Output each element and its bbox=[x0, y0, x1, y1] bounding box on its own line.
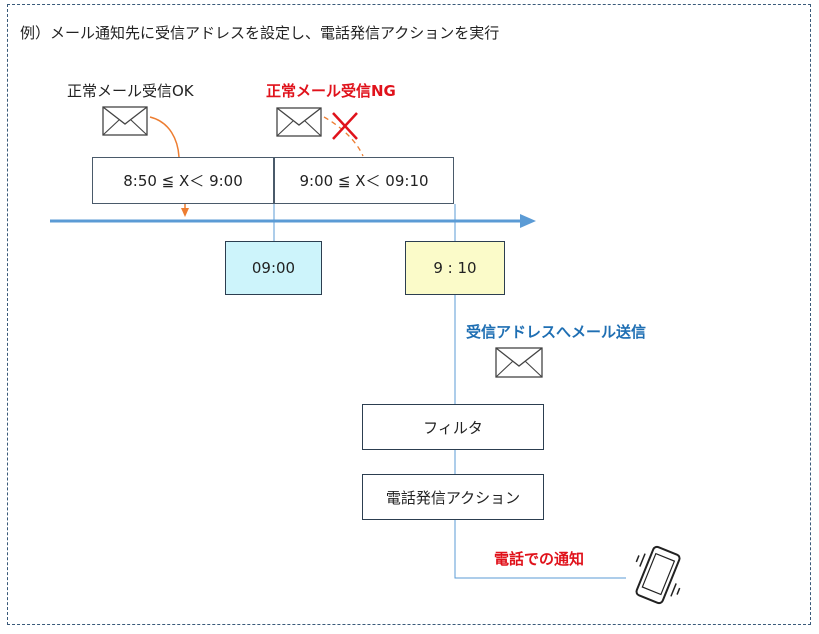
call-action-text: 電話発信アクション bbox=[385, 488, 521, 507]
vibrating-phone-icon bbox=[635, 545, 681, 605]
filter-text: フィルタ bbox=[423, 418, 483, 437]
time-0910-text: 9 : 10 bbox=[433, 259, 477, 277]
time-box-0910: 9 : 10 bbox=[405, 241, 505, 295]
range-box-first: 8:50 ≦ X＜ 9:00 bbox=[92, 157, 274, 204]
ok-mail-label: 正常メール受信OK bbox=[67, 82, 194, 100]
diagram-caption: 例）メール通知先に受信アドレスを設定し、電話発信アクションを実行 bbox=[20, 24, 500, 42]
phone-notice-label: 電話での通知 bbox=[494, 550, 585, 568]
send-mail-label: 受信アドレスへメール送信 bbox=[466, 323, 647, 341]
flow-line-3 bbox=[454, 520, 626, 579]
ng-dashed-line bbox=[323, 116, 364, 157]
diagram-frame bbox=[7, 4, 811, 625]
range-second-text: 9:00 ≦ X＜ 09:10 bbox=[299, 172, 429, 190]
envelope-icon bbox=[276, 107, 322, 137]
range-first-text: 8:50 ≦ X＜ 9:00 bbox=[123, 172, 243, 190]
call-action-box: 電話発信アクション bbox=[362, 474, 544, 520]
ng-mail-label: 正常メール受信NG bbox=[266, 82, 396, 100]
range-box-second: 9:00 ≦ X＜ 09:10 bbox=[274, 157, 454, 204]
envelope-icon bbox=[495, 347, 543, 378]
envelope-icon bbox=[102, 106, 148, 136]
timeline-arrowhead bbox=[520, 214, 536, 228]
ok-arrow-curve bbox=[149, 116, 180, 158]
time-box-0900: 09:00 bbox=[225, 241, 322, 295]
ok-arrowhead bbox=[181, 208, 189, 217]
filter-box: フィルタ bbox=[362, 404, 544, 450]
time-0900-text: 09:00 bbox=[251, 259, 296, 277]
cross-icon bbox=[332, 112, 358, 140]
